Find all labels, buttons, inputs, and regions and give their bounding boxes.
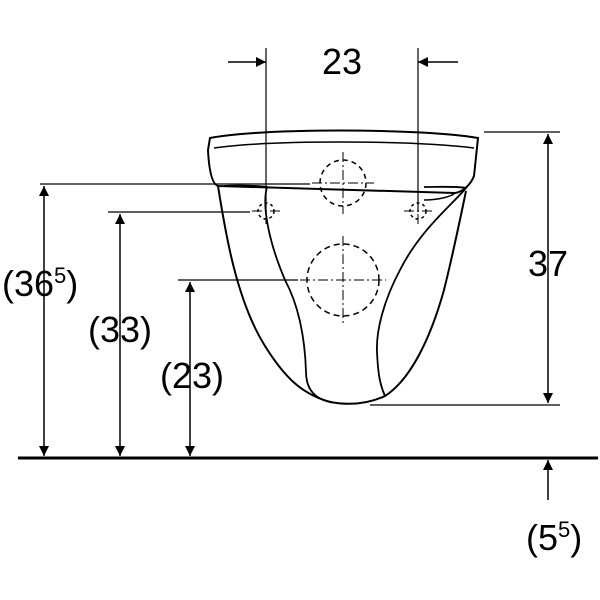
- inlet-height-sup: 5: [54, 263, 66, 288]
- wc-bowl-outline: [206, 129, 480, 405]
- floor-gap-value: 5: [538, 517, 558, 558]
- fixing-height-label: (33): [88, 309, 152, 350]
- inlet-height-open: (: [2, 263, 14, 304]
- inlet-height-value: 36: [14, 263, 54, 304]
- inlet-height-close: ): [66, 263, 78, 304]
- total-height-label: 37: [528, 243, 568, 284]
- inlet-height-label: (365): [2, 263, 78, 304]
- floor-gap-close: ): [570, 517, 582, 558]
- center-lines: [252, 152, 432, 326]
- dimension-arrows: [39, 57, 553, 500]
- floor-gap-sup: 5: [558, 517, 570, 542]
- floor-gap-label: (55): [526, 517, 582, 558]
- floor-gap-open: (: [526, 517, 538, 558]
- extension-lines: [40, 48, 560, 406]
- top-width-label: 23: [322, 41, 362, 82]
- outlet-height-label: (23): [160, 355, 224, 396]
